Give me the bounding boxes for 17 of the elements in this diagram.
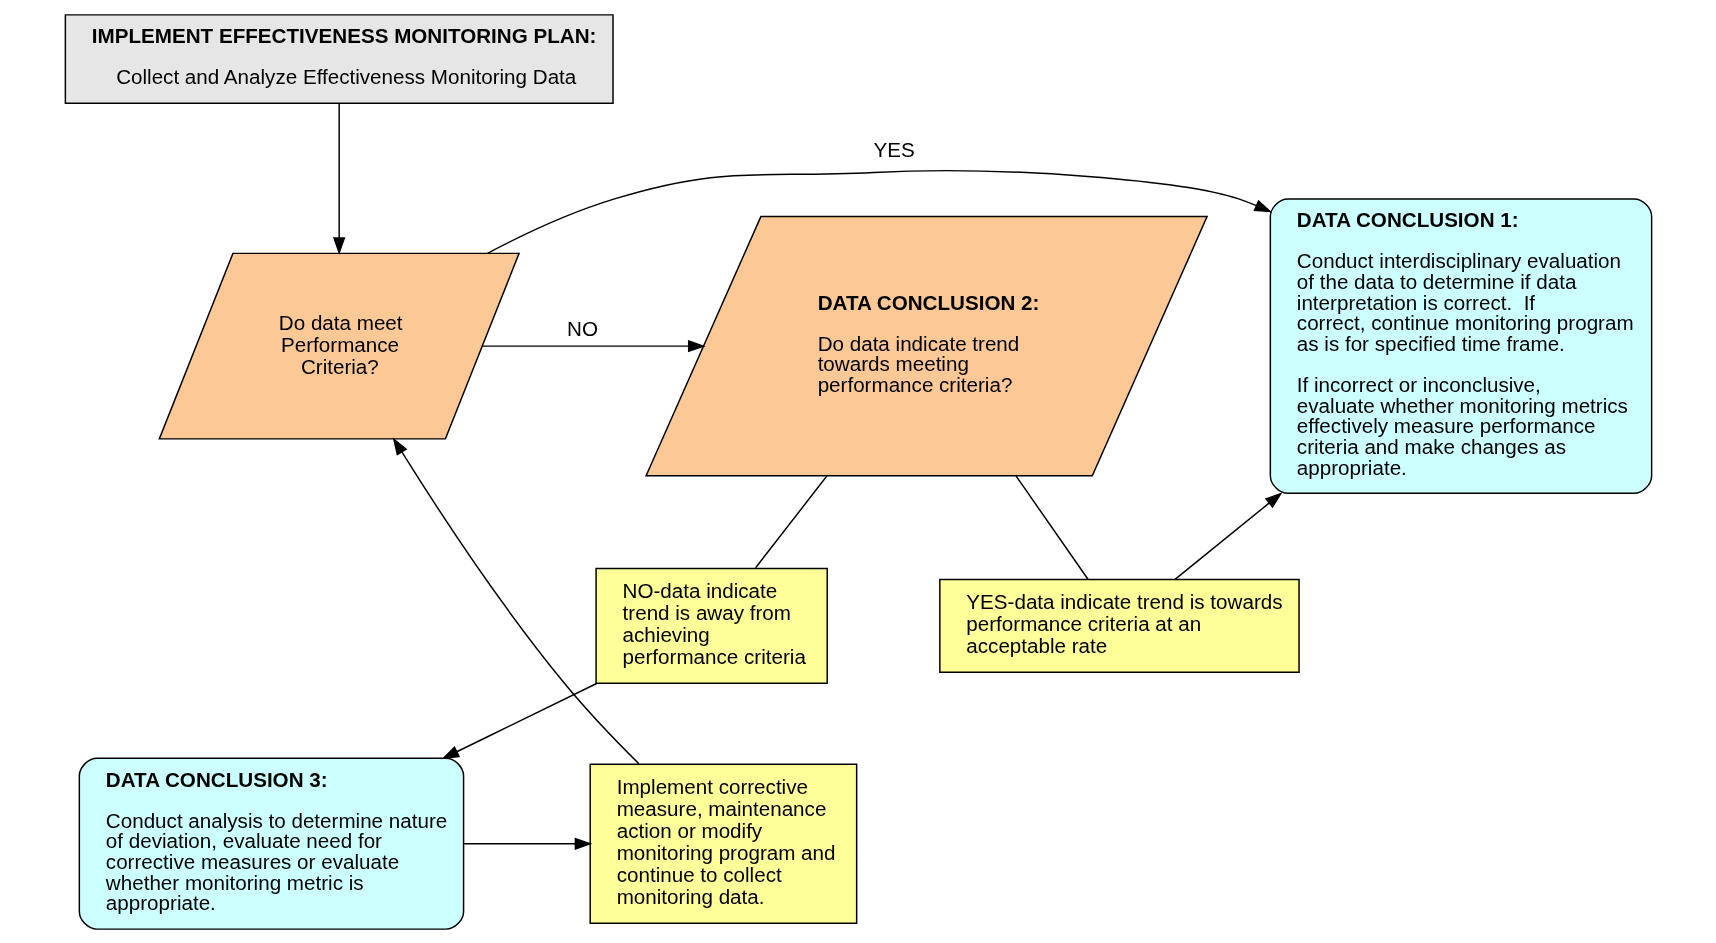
arrow: [332, 102, 345, 255]
connector: [1014, 474, 1089, 580]
node-box: DATA CONCLUSION 1: Conduct interdisciplinary evaluation of the data to determine if data interpretation is correct. If correct, continue monitoring program as is for specified time frame. If incorrect or inconclusive, evaluate whether monitoring metrics effectively measure performance criteria and make changes as appropriate.: [1269, 197, 1652, 494]
node-box: YES-data indicate trend is towards performance criteria at an acceptable rate: [938, 578, 1300, 673]
node-box: DATA CONCLUSION 3: Conduct analysis to determine nature of deviation, evaluate need for corrective measures or evaluate whether monitoring metric is appropriate.: [78, 757, 464, 930]
edge-label: YES: [873, 137, 915, 161]
node-box: IMPLEMENT EFFECTIVENESS MONITORING PLAN: Collect and Analyze Effectiveness Monitoring Data: [64, 13, 614, 104]
arrow: [481, 339, 706, 352]
arrow: [1173, 491, 1282, 580]
edge-label: NO: [566, 316, 598, 340]
node-box: NO-data indicate trend is away from achieving performance criteria: [594, 567, 828, 684]
arrow: [462, 837, 592, 850]
node-box: Implement corrective measure, maintenance action or modify monitoring program and continue to collect monitoring data.: [588, 763, 857, 924]
arrow: [486, 169, 1272, 254]
arrow: [392, 436, 640, 765]
arrow: [441, 682, 597, 759]
connector: [754, 474, 828, 568]
